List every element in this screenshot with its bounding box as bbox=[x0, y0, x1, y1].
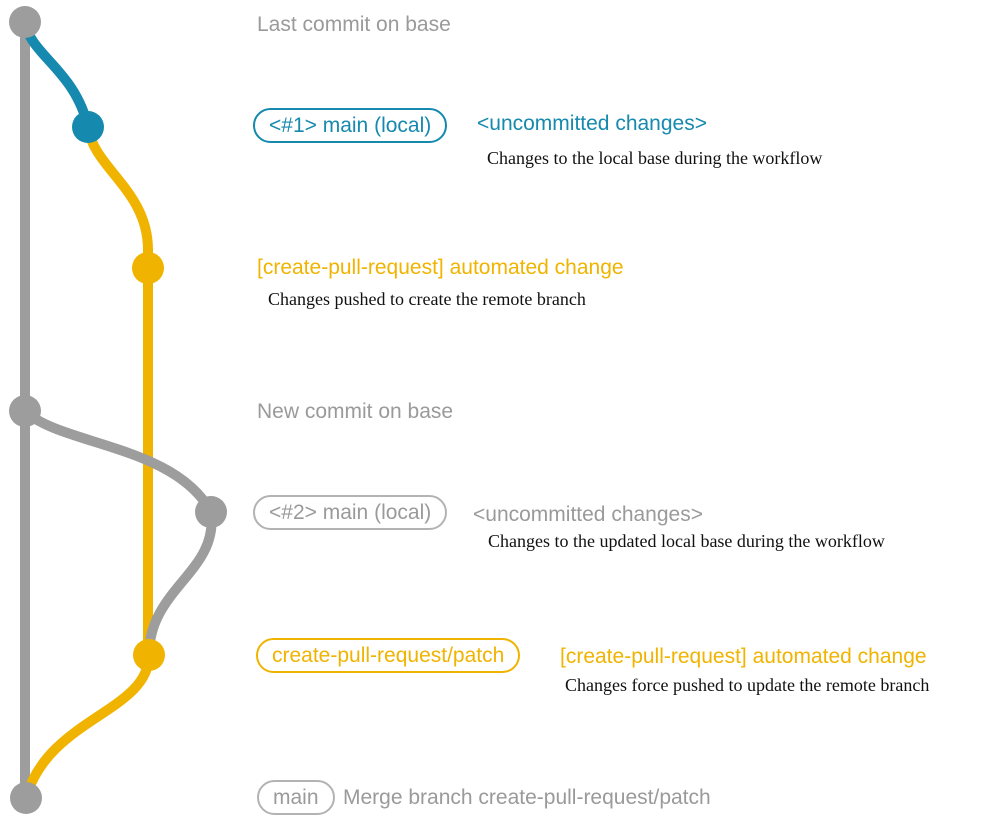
commit-dot-last-base bbox=[9, 6, 41, 38]
commit-message-patch-create: [create-pull-request] automated change bbox=[257, 256, 624, 279]
commit-message-merge: Merge branch create-pull-request/patch bbox=[343, 786, 711, 809]
commit-dot-patch-force-push bbox=[133, 639, 165, 671]
branch-label-main: main bbox=[257, 780, 335, 815]
branch-label-local-main-2: <#2> main (local) bbox=[253, 495, 448, 530]
commit-message-patch-force-push: [create-pull-request] automated change bbox=[560, 645, 927, 668]
note-updated-local-base-changes: Changes to the updated local base during… bbox=[488, 531, 885, 551]
branch-label-patch: create-pull-request/patch bbox=[256, 638, 521, 673]
local-main-branch-curve bbox=[20, 20, 93, 129]
commit-message-new-base: New commit on base bbox=[257, 400, 454, 423]
rebase-to-patch-curve bbox=[144, 511, 217, 656]
status-uncommitted-changes-1: <uncommitted changes> bbox=[477, 112, 707, 135]
note-force-push-update-remote: Changes force pushed to update the remot… bbox=[565, 675, 930, 695]
updated-local-main-curve bbox=[21, 407, 216, 515]
commit-dot-local-main-2 bbox=[195, 496, 227, 528]
commit-dot-merge bbox=[10, 782, 42, 814]
status-uncommitted-changes-2: <uncommitted changes> bbox=[473, 503, 703, 526]
commit-message-last-base: Last commit on base bbox=[257, 13, 451, 36]
note-local-base-changes: Changes to the local base during the wor… bbox=[487, 148, 823, 168]
patch-branch-line bbox=[83, 126, 153, 655]
patch-merge-curve bbox=[21, 654, 154, 800]
note-push-create-remote: Changes pushed to create the remote bran… bbox=[268, 289, 586, 309]
commit-dot-patch-create bbox=[132, 252, 164, 284]
branch-label-local-main-1: <#1> main (local) bbox=[253, 108, 448, 143]
commit-dot-local-main-1 bbox=[72, 111, 104, 143]
commit-dot-new-base bbox=[9, 395, 41, 427]
commit-graph bbox=[9, 6, 227, 814]
